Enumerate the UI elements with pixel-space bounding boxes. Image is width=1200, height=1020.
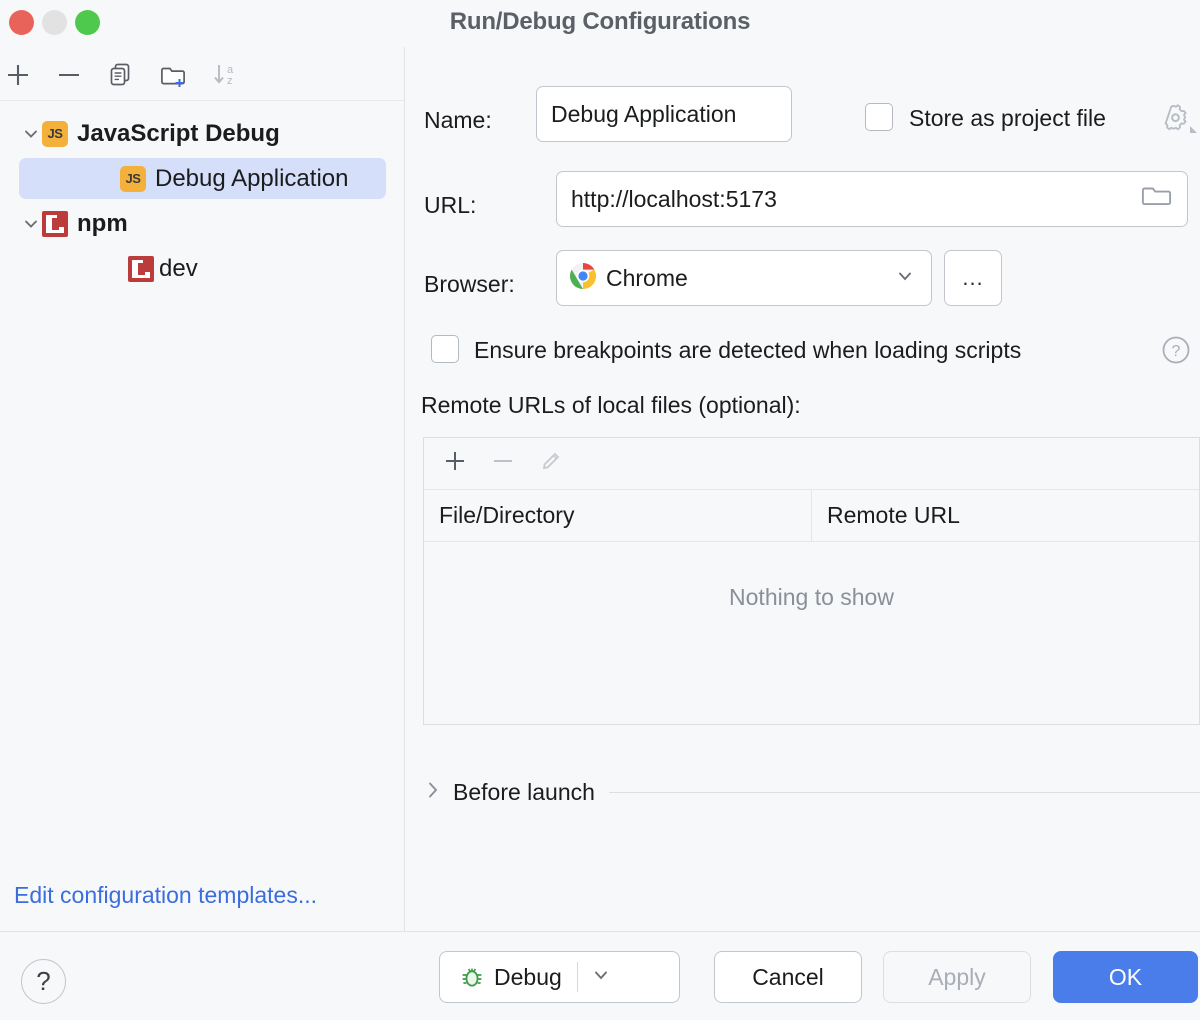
ensure-breakpoints-checkbox[interactable] — [431, 335, 459, 363]
dialog-button-bar: ? Debug Cancel Apply OK — [0, 931, 1200, 1020]
remote-urls-label: Remote URLs of local files (optional): — [421, 392, 801, 418]
window-controls — [9, 10, 100, 35]
chevron-down-icon[interactable] — [20, 123, 42, 145]
debug-button-label: Debug — [494, 963, 562, 990]
window-title: Run/Debug Configurations — [449, 8, 751, 35]
store-as-project-file-checkbox[interactable] — [865, 103, 893, 131]
new-folder-button[interactable] — [158, 60, 190, 90]
plus-icon — [446, 452, 464, 470]
sort-az-icon: a z — [214, 64, 234, 87]
tree-item-label: JavaScript Debug — [77, 119, 280, 147]
tree-item-javascript-debug[interactable]: JS JavaScript Debug — [0, 111, 405, 156]
chevron-right-icon[interactable] — [424, 779, 442, 806]
npm-badge-icon — [42, 210, 68, 237]
npm-badge-icon — [128, 255, 154, 282]
chevron-down-icon[interactable] — [895, 266, 931, 291]
section-divider — [608, 792, 1200, 793]
ensure-breakpoints-label: Ensure breakpoints are detected when loa… — [474, 337, 1022, 363]
empty-table-message: Nothing to show — [729, 584, 894, 610]
name-input[interactable]: Debug Application — [536, 86, 792, 142]
gear-dropdown-icon[interactable] — [1159, 103, 1199, 140]
js-badge-icon: JS — [42, 120, 68, 147]
help-button[interactable]: ? — [21, 959, 66, 1004]
new-folder-icon — [161, 67, 185, 87]
configuration-form: Name: Debug Application Store as project… — [406, 47, 1200, 931]
url-input[interactable]: http://localhost:5173 — [556, 171, 1188, 227]
before-launch-section[interactable]: Before launch — [424, 779, 1200, 806]
minus-icon — [59, 73, 79, 77]
name-label: Name: — [424, 107, 492, 133]
svg-text:?: ? — [1172, 343, 1181, 360]
copy-icon — [110, 63, 130, 86]
tree-item-debug-application[interactable]: JS Debug Application — [0, 156, 405, 201]
tree-item-dev[interactable]: dev — [0, 246, 405, 291]
tree-item-label: dev — [159, 254, 198, 282]
selection-highlight — [19, 158, 386, 199]
bug-icon — [458, 963, 486, 991]
configurations-tree[interactable]: JS JavaScript Debug JS Debug Application — [0, 101, 405, 871]
table-add-button[interactable] — [442, 448, 468, 479]
minimize-window-button[interactable] — [42, 10, 67, 35]
chrome-icon — [569, 262, 597, 295]
title-bar: Run/Debug Configurations — [0, 0, 1200, 47]
minus-icon — [494, 460, 512, 462]
column-header-file-directory[interactable]: File/Directory — [424, 490, 812, 541]
browser-label: Browser: — [424, 271, 515, 297]
name-input-value: Debug Application — [551, 100, 737, 127]
column-header-remote-url[interactable]: Remote URL — [827, 502, 960, 528]
plus-icon — [8, 65, 28, 85]
remove-configuration-button[interactable] — [53, 60, 85, 90]
tree-item-label: Debug Application — [155, 164, 349, 192]
copy-configuration-button[interactable] — [105, 60, 137, 90]
before-launch-label: Before launch — [453, 779, 595, 805]
browser-select-value: Chrome — [606, 264, 688, 291]
ok-button[interactable]: OK — [1053, 951, 1198, 1003]
url-input-value: http://localhost:5173 — [571, 185, 777, 212]
table-edit-button[interactable] — [538, 448, 564, 479]
js-badge-text: JS — [125, 171, 141, 186]
add-configuration-button[interactable] — [2, 60, 34, 90]
remote-urls-table-header: File/Directory Remote URL — [424, 490, 1199, 542]
tree-item-npm[interactable]: npm — [0, 201, 405, 246]
zoom-window-button[interactable] — [75, 10, 100, 35]
js-badge-text: JS — [47, 126, 63, 141]
configurations-toolbar: a z — [0, 47, 405, 101]
sort-configurations-button[interactable]: a z — [210, 60, 242, 90]
remote-urls-table-body: Nothing to show — [424, 542, 1199, 723]
cancel-button[interactable]: Cancel — [714, 951, 862, 1003]
table-remove-button[interactable] — [490, 448, 516, 479]
folder-icon[interactable] — [1141, 182, 1187, 216]
chevron-down-icon — [594, 971, 607, 979]
edit-configuration-templates-link[interactable]: Edit configuration templates... — [14, 882, 317, 908]
debug-split-button[interactable]: Debug — [439, 951, 680, 1003]
split-divider — [576, 962, 578, 992]
js-badge-icon: JS — [120, 165, 146, 192]
remote-urls-table-toolbar — [424, 438, 1199, 490]
apply-button[interactable]: Apply — [883, 951, 1031, 1003]
help-circle-icon[interactable]: ? — [1161, 335, 1191, 370]
store-as-project-file-label: Store as project file — [909, 105, 1106, 131]
debug-dropdown-button[interactable] — [591, 965, 611, 990]
close-window-button[interactable] — [9, 10, 34, 35]
svg-text:a: a — [227, 64, 234, 76]
chevron-down-icon[interactable] — [20, 213, 42, 235]
url-label: URL: — [424, 192, 477, 218]
svg-text:z: z — [227, 75, 233, 87]
tree-item-label: npm — [77, 209, 128, 237]
configurations-panel: a z JS JavaScript Debug — [0, 47, 405, 931]
browser-select[interactable]: Chrome — [556, 250, 932, 306]
pencil-icon — [542, 452, 560, 470]
browser-more-button[interactable]: ... — [944, 250, 1002, 306]
remote-urls-table: File/Directory Remote URL Nothing to sho… — [423, 437, 1200, 725]
